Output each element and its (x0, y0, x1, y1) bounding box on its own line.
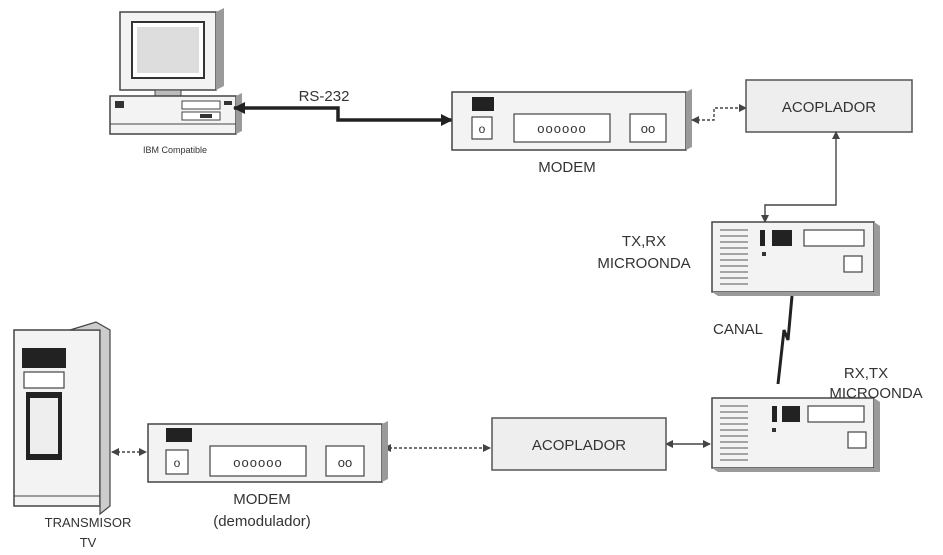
rs232-label: RS-232 (299, 88, 350, 105)
acoplador-bottom-label: ACOPLADOR (532, 437, 626, 454)
acoplador-top-label: ACOPLADOR (782, 99, 876, 116)
acoplador-top-box (745, 79, 913, 133)
transmisor-label-line2: TV (80, 535, 97, 550)
modem-bottom-leds: oooooo (233, 455, 282, 470)
modem-bottom-label-line1: MODEM (233, 491, 291, 508)
modem-bottom-label-line2: (demodulador) (213, 513, 311, 530)
modem-bottom-ports: oo (338, 455, 352, 470)
transmisor-icon (13, 321, 111, 516)
canal-link (776, 295, 794, 385)
modem-top-leds: oooooo (537, 121, 586, 136)
modem-bottom-knob: o (174, 456, 181, 470)
modem-bottom (147, 421, 388, 483)
computer-icon (109, 8, 242, 135)
canal-label: CANAL (713, 321, 763, 338)
acoplador-bottom-box (491, 417, 667, 471)
microwave-tx-unit (711, 221, 880, 296)
txrx-label-line2: MICROONDA (597, 255, 690, 272)
modem-acoplador-link (691, 104, 747, 124)
transmisor-label-line1: TRANSMISOR (45, 515, 132, 530)
txrx-label-line1: TX,RX (622, 233, 666, 250)
ibm-label: IBM Compatible (143, 145, 207, 155)
modem-top-label: MODEM (538, 159, 596, 176)
rxtx-label-line1: RX,TX (844, 365, 888, 382)
acoplador-tx-link (761, 131, 840, 223)
modem-top (451, 89, 692, 151)
rxtx-label-line2: MICROONDA (829, 385, 922, 402)
microwave-rx-unit (711, 397, 880, 472)
rs232-cable (233, 102, 453, 126)
modem-top-knob: o (479, 122, 486, 136)
modem-top-ports: oo (641, 121, 655, 136)
